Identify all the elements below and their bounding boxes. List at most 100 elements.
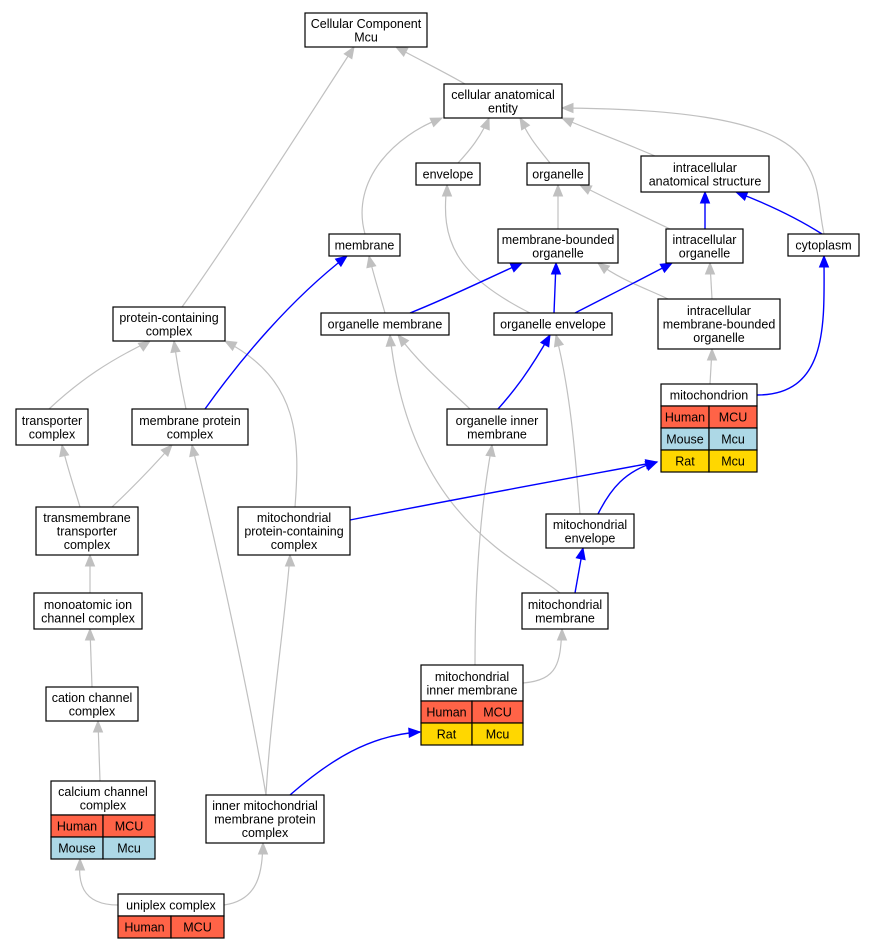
node-label: inner mitochondrial <box>212 799 318 813</box>
is-a-edge <box>704 261 716 300</box>
node-label: organelle <box>532 168 583 182</box>
node-label: mitochondrial <box>257 511 331 525</box>
arrowhead <box>509 262 524 273</box>
arrowhead <box>644 461 659 472</box>
node-label: organelle <box>693 331 744 345</box>
arrowhead <box>394 46 409 57</box>
arrowhead <box>189 443 200 458</box>
arrowhead <box>485 443 496 458</box>
is-a-edge <box>366 254 386 314</box>
arrowhead <box>519 116 531 131</box>
arrowhead <box>596 262 611 275</box>
is-a-edge <box>84 627 96 688</box>
node-label: complex <box>69 704 116 718</box>
arrowhead <box>575 546 586 561</box>
node-label: mitochondrial <box>528 598 602 612</box>
is-a-edge <box>441 183 531 314</box>
node-oe[interactable]: organelle envelope <box>493 312 613 336</box>
part-of-edge <box>550 261 562 314</box>
node-envelope[interactable]: envelope <box>415 162 481 186</box>
is-a-edge <box>170 339 187 410</box>
is-a-edge <box>519 116 551 164</box>
is-a-edge <box>265 553 296 796</box>
is-a-edge <box>361 117 444 235</box>
edges <box>48 45 830 906</box>
arrowhead <box>74 857 86 871</box>
arrowhead <box>170 339 181 354</box>
node-label: transporter <box>22 414 82 428</box>
node-label: entity <box>488 101 519 115</box>
part-of-edge <box>597 461 659 515</box>
node-label: membrane-bounded <box>663 318 776 332</box>
arrowhead <box>137 340 152 352</box>
node-label: intracellular <box>687 304 751 318</box>
arrowhead <box>92 719 104 733</box>
arrowhead <box>539 333 551 348</box>
gene-symbol: Mcu <box>117 842 141 856</box>
arrowhead <box>706 347 718 361</box>
node-label: transmembrane <box>43 511 131 525</box>
arrowhead <box>552 183 564 197</box>
arrowhead <box>441 183 453 197</box>
is-a-edge <box>596 262 669 300</box>
part-of-edge <box>409 262 524 314</box>
node-label: membrane-bounded <box>502 233 615 247</box>
arrowhead <box>429 117 444 128</box>
is-a-edge <box>553 333 581 515</box>
node-om[interactable]: organelle membrane <box>320 312 450 336</box>
is-a-edge <box>111 444 173 508</box>
node-label: mitochondrion <box>670 389 749 403</box>
node-label: complex <box>167 427 214 441</box>
arrowhead <box>553 333 565 348</box>
node-label: channel complex <box>41 611 136 625</box>
node-label: protein-containing <box>244 525 343 539</box>
species-name: Rat <box>675 455 695 469</box>
node-label: complex <box>29 427 76 441</box>
species-name: Human <box>124 921 164 935</box>
is-a-edge <box>74 857 119 906</box>
node-label: protein-containing <box>119 311 218 325</box>
is-a-edge <box>223 340 298 508</box>
gene-symbol: MCU <box>183 921 211 935</box>
node-label: complex <box>146 324 193 338</box>
node-cytoplasm[interactable]: cytoplasm <box>787 233 860 257</box>
part-of-edge <box>289 727 422 796</box>
node-membrane[interactable]: membrane <box>328 233 401 257</box>
gene-symbol: MCU <box>483 706 511 720</box>
is-a-edge <box>84 553 96 593</box>
arrowhead <box>578 184 593 195</box>
gene-symbol: Mcu <box>486 728 510 742</box>
node-organelle[interactable]: organelle <box>526 162 590 186</box>
species-name: Human <box>665 411 705 425</box>
is-a-edge <box>92 719 104 782</box>
gene-symbol: Mcu <box>721 433 745 447</box>
part-of-edge <box>574 262 674 314</box>
arrowhead <box>257 841 269 855</box>
arrowhead <box>818 254 830 268</box>
node-label: membrane <box>335 239 395 253</box>
